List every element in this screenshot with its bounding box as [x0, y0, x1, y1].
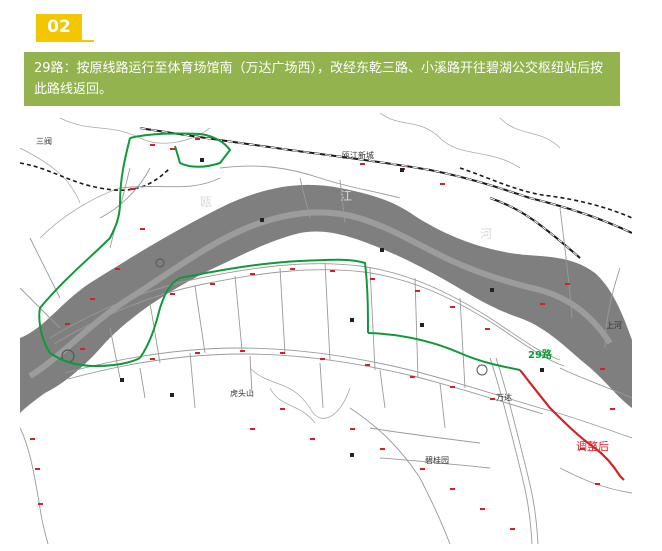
- place-lower-area: 碧桂园: [425, 455, 449, 465]
- terrain-lines: [20, 112, 561, 424]
- adjusted-route-label: 调整后: [576, 439, 609, 453]
- river-label-1: 瓯: [200, 195, 212, 209]
- route-description-banner: 29路：按原线路运行至体育场馆南（万达广场西），改经东乾三路、小溪路开往碧湖公交…: [24, 52, 620, 106]
- place-upstream: 上河: [606, 320, 622, 330]
- landmark-markers: [120, 158, 544, 457]
- place-north-district: 瓯江新城: [342, 150, 374, 160]
- section-number-badge: 02: [36, 14, 82, 40]
- roundabout-mid: [155, 258, 165, 268]
- road-network: [20, 165, 632, 544]
- river-label-2: 江: [340, 189, 352, 203]
- river-center: [28, 209, 613, 379]
- route-29-label: 29路: [528, 348, 553, 361]
- river-label-3: 河: [480, 227, 492, 241]
- place-west-village: 三阀: [36, 137, 52, 146]
- adjusted-route-red: [519, 369, 625, 481]
- route-description-text: 29路：按原线路运行至体育场馆南（万达广场西），改经东乾三路、小溪路开往碧湖公交…: [34, 61, 604, 97]
- badge-underline: [36, 40, 94, 42]
- place-south-road: 万达: [496, 392, 512, 402]
- river-ou: [20, 184, 632, 413]
- railways: [20, 127, 632, 259]
- route-map: 瓯 江 河: [20, 108, 632, 544]
- route-map-svg: 瓯 江 河: [20, 108, 632, 544]
- place-mountain: 虎头山: [230, 388, 254, 398]
- route-29-green: [38, 132, 521, 371]
- roundabout-east: [476, 364, 488, 376]
